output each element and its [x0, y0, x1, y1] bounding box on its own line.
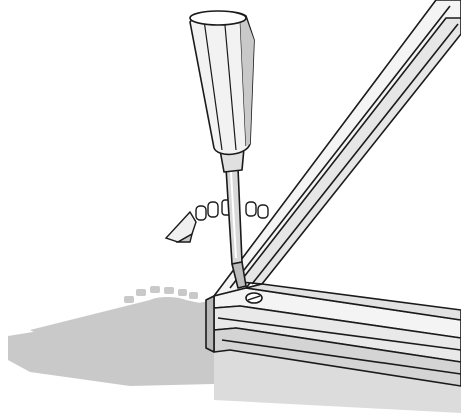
- screwdriver-tip: [231, 261, 247, 289]
- frame-diagonal-groove-2: [251, 23, 459, 285]
- arrow-segment: [207, 201, 219, 218]
- arrow-segment: [245, 201, 257, 217]
- screwdriver-handle-flute: [223, 13, 237, 151]
- frame-corner: [205, 0, 461, 387]
- screwdriver-shaft-highlight: [230, 171, 237, 259]
- screwdriver-handle-flute: [203, 19, 223, 151]
- frame-diagonal-groove: [229, 5, 451, 289]
- screwdriver-handle-cap: [189, 10, 247, 26]
- screwdriver-handle-shade: [240, 16, 254, 146]
- rotation-arrow: [164, 199, 269, 243]
- rotation-arrow-head-side: [175, 232, 194, 243]
- frame-bottom-groove: [217, 317, 461, 351]
- screwdriver: [189, 10, 255, 289]
- hinge-screw-slot: [247, 295, 261, 301]
- frame-diagonal-inner-strip: [239, 17, 461, 285]
- arrow-segment: [257, 204, 269, 219]
- screwdriver-shadow: [30, 297, 214, 346]
- frame-corner-end: [205, 295, 215, 353]
- arrow-shadow: [124, 286, 198, 303]
- frame-bottom-lip: [245, 283, 461, 321]
- frame-bottom-groove-2: [221, 339, 461, 375]
- arrow-segment: [195, 205, 207, 221]
